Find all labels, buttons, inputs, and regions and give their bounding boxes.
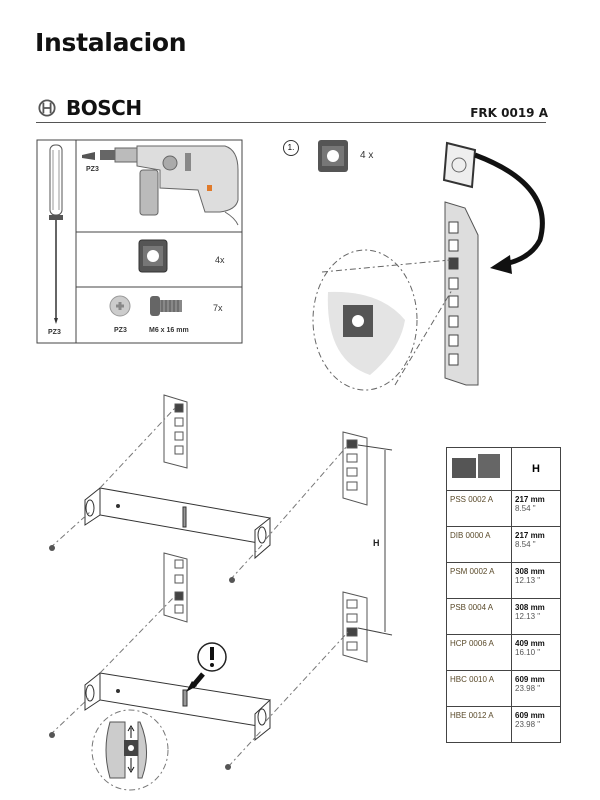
height-inch: 16.10 " bbox=[515, 648, 541, 657]
insert-arrow-icon bbox=[474, 152, 545, 268]
height-mm: 217 mm bbox=[515, 495, 545, 504]
step1-qty: 4 x bbox=[360, 150, 374, 161]
drill-bit-label: PZ3 bbox=[86, 166, 99, 173]
height-inch: 12.13 " bbox=[515, 576, 541, 585]
cage-nut-step1-icon bbox=[318, 140, 348, 172]
screw-head-label: PZ3 bbox=[114, 327, 127, 334]
screws bbox=[49, 545, 235, 770]
height-mm: 409 mm bbox=[515, 639, 545, 648]
height-mm: 308 mm bbox=[515, 567, 545, 576]
row-model: HCP 0006 A bbox=[446, 634, 512, 671]
screwdriver-icon bbox=[49, 144, 63, 324]
height-mm: 609 mm bbox=[515, 711, 545, 720]
brand-name: BOSCH bbox=[66, 96, 142, 120]
row-model: DIB 0000 A bbox=[446, 526, 512, 563]
row-model: PSM 0002 A bbox=[446, 562, 512, 599]
dimension-h-label: H bbox=[373, 538, 380, 548]
height-mm: 217 mm bbox=[515, 531, 545, 540]
nut-adjust-detail bbox=[91, 709, 169, 791]
height-inch: 12.13 " bbox=[515, 612, 541, 621]
cage-nut-floating-icon bbox=[442, 141, 477, 189]
row-model: PSS 0002 A bbox=[446, 490, 512, 527]
drill-icon bbox=[82, 145, 239, 226]
screwdriver-label: PZ3 bbox=[48, 329, 61, 336]
screw-qty: 7x bbox=[213, 303, 223, 313]
height-mm: 308 mm bbox=[515, 603, 545, 612]
tools-box bbox=[36, 139, 243, 344]
rack-rail-right-bottom bbox=[342, 591, 368, 663]
step-number: 1. bbox=[283, 140, 299, 156]
bracket-bottom bbox=[84, 671, 271, 742]
row-model: PSB 0004 A bbox=[446, 598, 512, 635]
rack-rail-left-bottom bbox=[163, 552, 188, 623]
table-header-h: H bbox=[511, 447, 561, 491]
row-model: HBC 0010 A bbox=[446, 670, 512, 707]
bracket-top bbox=[84, 486, 271, 560]
header-divider bbox=[36, 122, 546, 123]
page-title: Instalacion bbox=[35, 28, 187, 57]
table-header-row: H bbox=[446, 447, 561, 491]
alignment-lines bbox=[49, 407, 349, 768]
height-mm: 609 mm bbox=[515, 675, 545, 684]
cage-nut-icon bbox=[138, 239, 168, 273]
screw-head-icon bbox=[109, 295, 131, 317]
height-inch: 23.98 " bbox=[515, 684, 541, 693]
cage-nut-qty: 4x bbox=[215, 255, 225, 265]
rack-rail-icon bbox=[444, 201, 479, 386]
brand-header: BOSCH bbox=[38, 96, 142, 120]
height-inch: 23.98 " bbox=[515, 720, 541, 729]
rack-rail-right-top bbox=[342, 431, 368, 506]
rack-rail-left-top bbox=[163, 394, 188, 469]
bosch-logo-icon bbox=[38, 99, 56, 117]
warning-icon bbox=[186, 642, 227, 692]
height-inch: 8.54 " bbox=[515, 540, 536, 549]
dimension-h-line bbox=[357, 444, 393, 636]
screw-icon bbox=[150, 296, 182, 316]
height-inch: 8.54 " bbox=[515, 504, 536, 513]
products-image bbox=[446, 447, 512, 491]
model-number: FRK 0019 A bbox=[470, 106, 548, 120]
screw-size-label: M6 x 16 mm bbox=[149, 327, 189, 334]
zoom-detail bbox=[312, 249, 453, 391]
row-model: HBE 0012 A bbox=[446, 706, 512, 743]
